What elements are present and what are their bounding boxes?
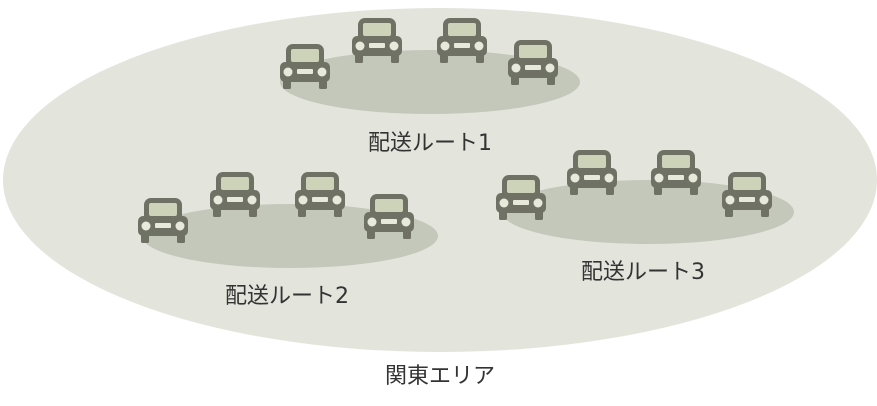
route-1-label: 配送ルート1 [368, 131, 492, 156]
route-3-shadow [502, 180, 794, 244]
area-label: 関東エリア [385, 364, 495, 389]
route-3-label: 配送ルート3 [581, 260, 705, 285]
kanto-area-ellipse [3, 8, 877, 352]
route-2-group: 配送ルート2 [138, 172, 438, 309]
route-1-group: 配送ルート1 [280, 18, 580, 156]
route-1-shadow [280, 50, 580, 114]
route-2-label: 配送ルート2 [225, 284, 349, 309]
route-3-group: 配送ルート3 [496, 150, 794, 285]
